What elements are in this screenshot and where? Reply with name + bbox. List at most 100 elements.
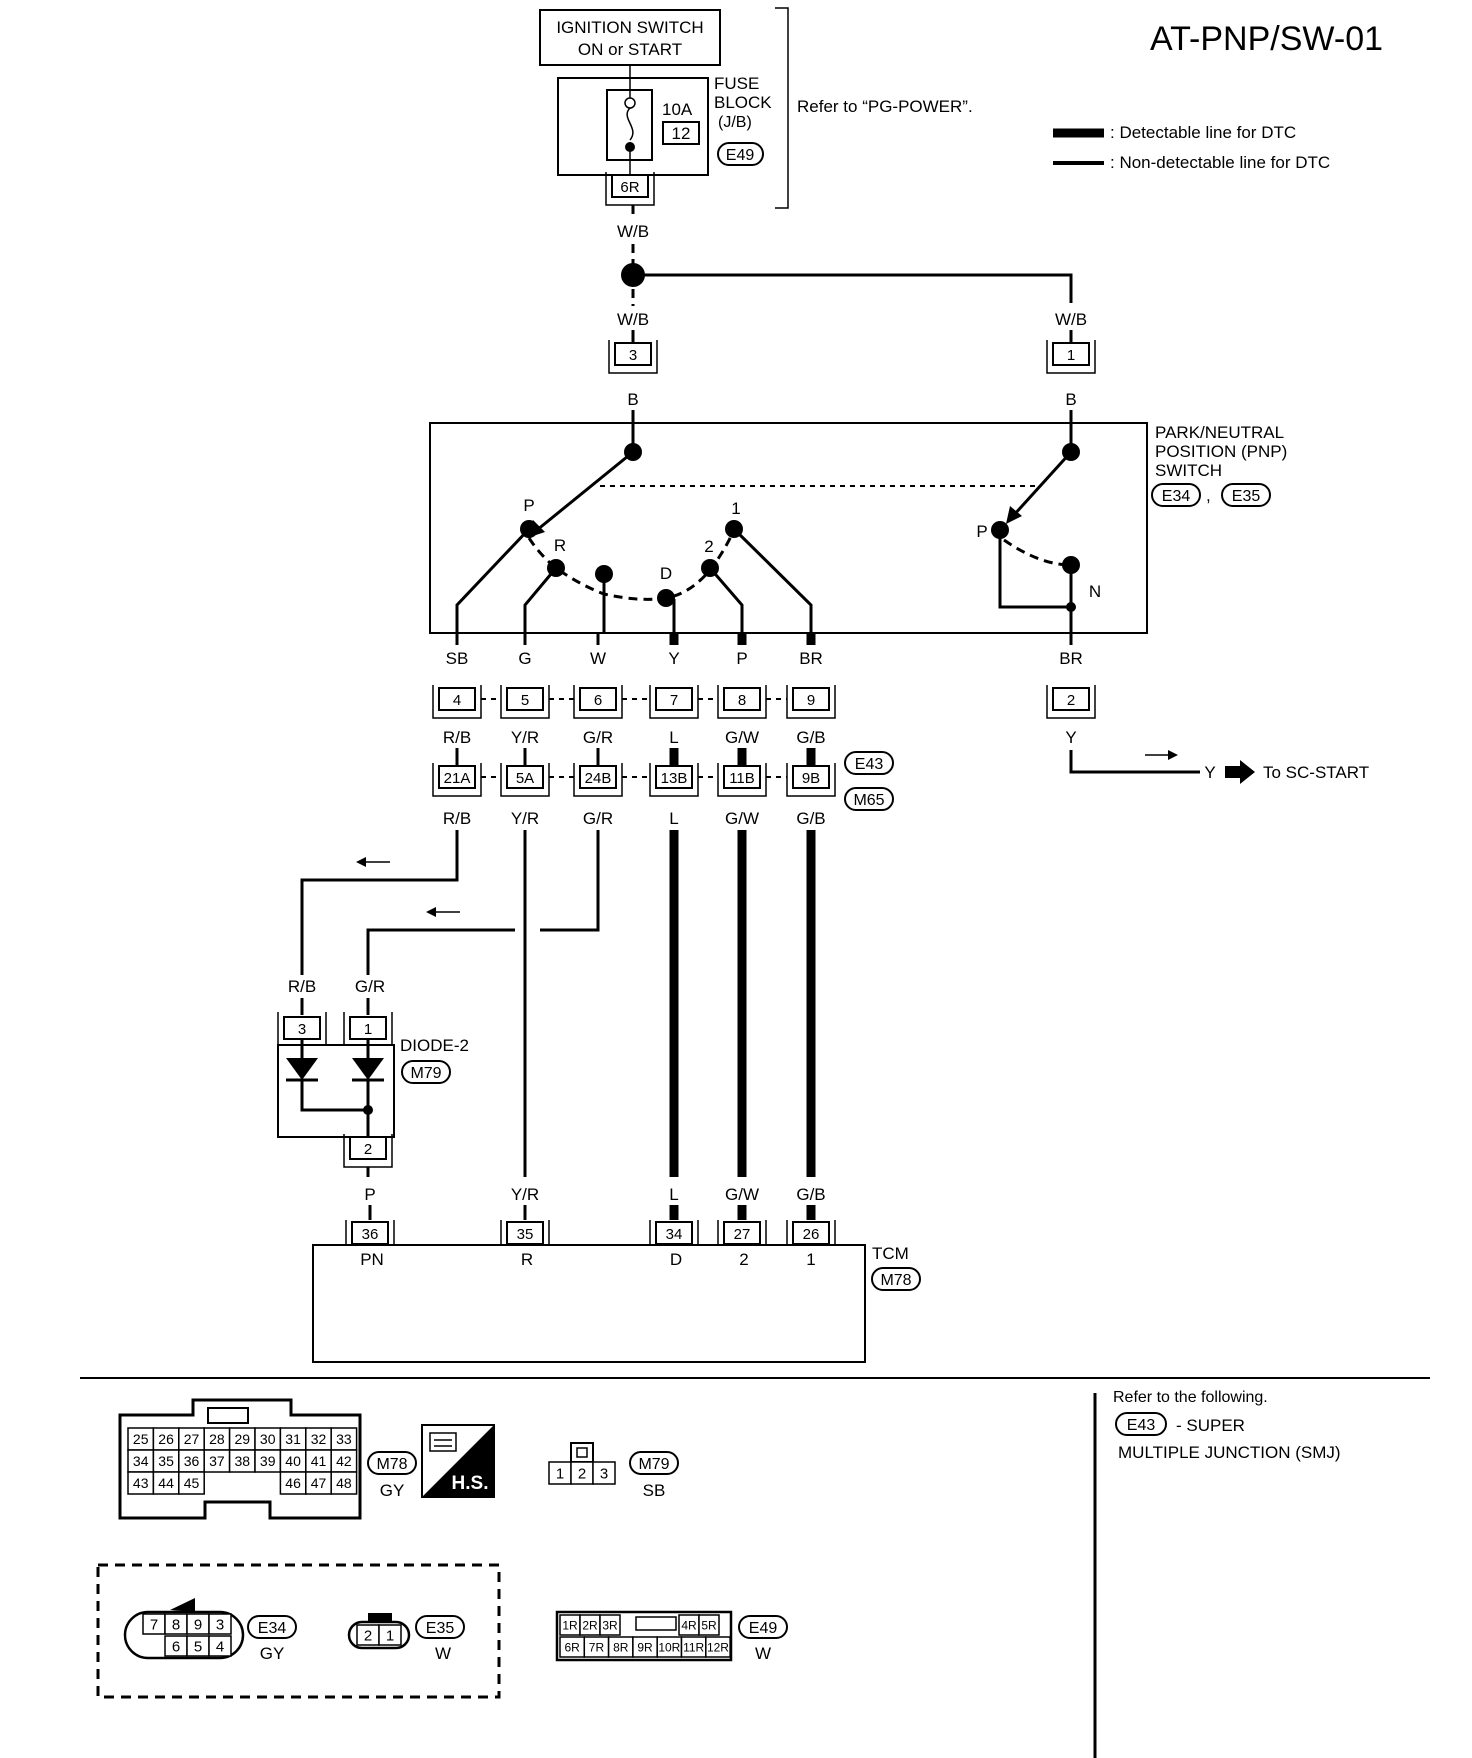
wire-label-p-2: P — [364, 1185, 375, 1204]
pin-label: 21A — [444, 770, 471, 787]
wire-label-gr-1: G/R — [583, 728, 613, 747]
pin-label: 4 — [453, 692, 461, 709]
e49-pin-label: 7R — [589, 1640, 605, 1654]
wire-label-gb-3: G/B — [796, 1185, 825, 1204]
m78-pin-label: 32 — [311, 1431, 327, 1447]
position-r: R — [554, 536, 566, 555]
e34-pin-label: 5 — [194, 1638, 202, 1655]
smj-connector-2: M65 — [853, 792, 884, 809]
e49-pin-label: 12R — [707, 1640, 729, 1654]
connector-1: 1 — [1046, 340, 1096, 374]
fuse-pin: 6R — [620, 179, 639, 196]
hs-label: H.S. — [452, 1473, 489, 1494]
tcm-connector: M78 — [880, 1272, 911, 1289]
position-p: P — [523, 496, 534, 515]
e34-pin-label: 8 — [172, 1616, 180, 1633]
m78-pin-label: 42 — [336, 1453, 352, 1469]
right-position-n: N — [1089, 582, 1101, 601]
m78-pin-label: 47 — [311, 1475, 327, 1491]
m78-pin-label: 37 — [209, 1453, 225, 1469]
pin-label: 6 — [594, 692, 602, 709]
m78-pin-label: 45 — [184, 1475, 200, 1491]
e49-id: E49 — [749, 1620, 778, 1637]
pin-label: 5 — [521, 692, 529, 709]
e49-pin-label: 2R — [582, 1618, 598, 1632]
m78-pin-label: 41 — [311, 1453, 327, 1469]
harness-side-icon: H.S. — [421, 1424, 495, 1498]
e49-pin-label: 9R — [637, 1640, 653, 1654]
tcm-terminal-d: D — [670, 1250, 682, 1269]
pin-label: 8 — [738, 692, 746, 709]
right-position-p: P — [976, 522, 987, 541]
m78-pin-cell — [330, 1471, 358, 1495]
e34-pin-label: 7 — [150, 1616, 158, 1633]
pnp-label-3: SWITCH — [1155, 461, 1222, 480]
m79-color: SB — [643, 1481, 666, 1500]
pin-label: 2 — [364, 1141, 372, 1158]
wire-label-gr-2: G/R — [583, 809, 613, 828]
refer-line-1: Refer to the following. — [1113, 1389, 1268, 1406]
e49-pin-label: 4R — [681, 1618, 697, 1632]
refer-power: Refer to “PG-POWER”. — [797, 97, 973, 116]
wire-label-g: G — [518, 649, 531, 668]
m78-pin-cell — [178, 1471, 205, 1495]
pin-label: 11B — [729, 770, 755, 787]
e49-pin-cell — [599, 1614, 621, 1636]
wire-label-rb-1: R/B — [443, 728, 471, 747]
e49-pin-label: 6R — [564, 1640, 580, 1654]
m78-pin-label: 43 — [133, 1475, 149, 1491]
e34-pin-label: 4 — [216, 1638, 224, 1655]
wire-label-gr-3: G/R — [355, 977, 385, 996]
e35-id: E35 — [426, 1620, 455, 1637]
wire-label-gb-2: G/B — [796, 809, 825, 828]
pin-label: 9 — [807, 692, 815, 709]
m78-pin-label: 34 — [133, 1453, 149, 1469]
wire-label-yr-2: Y/R — [511, 809, 539, 828]
pnp-label-1: PARK/NEUTRAL — [1155, 423, 1284, 442]
e35-pin-label: 2 — [364, 1627, 372, 1644]
m79-pin-label: 3 — [600, 1465, 608, 1482]
diode-2: 3 1 2 — [277, 1012, 395, 1168]
page-title: AT-PNP/SW-01 — [1150, 20, 1383, 58]
wire-label-p: P — [736, 649, 747, 668]
pnp-switch: P R N D 2 1 P N — [429, 422, 1148, 634]
pnp-connector-separator: , — [1206, 486, 1211, 505]
fuse-label-1: FUSE — [714, 74, 759, 93]
pin-label: 9B — [802, 770, 820, 787]
e35-color: W — [435, 1644, 451, 1663]
wire-label-y-2: Y — [1065, 728, 1076, 747]
m78-pin-label: 30 — [260, 1431, 276, 1447]
ignition-label-2: ON or START — [578, 40, 682, 59]
tcm: 36 35 34 27 26 PN R D 2 1 — [312, 1220, 866, 1363]
wire-label-y: Y — [668, 649, 679, 668]
pin-label: 5A — [516, 770, 534, 787]
e34-color: GY — [260, 1644, 285, 1663]
ignition-switch: IGNITION SWITCH ON or START — [539, 9, 721, 66]
legend: : Detectable line for DTC : Non-detectab… — [1053, 123, 1330, 172]
e34-pin-label: 3 — [216, 1616, 224, 1633]
position-d: D — [660, 564, 672, 583]
m78-pin-label: 35 — [158, 1453, 174, 1469]
wire-label-w: W — [590, 649, 606, 668]
pin-label: 24B — [585, 770, 612, 787]
pin-label: 1 — [364, 1021, 372, 1038]
m78-pin-label: 39 — [260, 1453, 276, 1469]
pin-label: 2 — [1067, 692, 1075, 709]
e49-pin-label: 8R — [613, 1640, 629, 1654]
e49-color: W — [755, 1644, 771, 1663]
fuse-rating: 10A — [662, 100, 693, 119]
e49-pin-cell — [705, 1636, 731, 1658]
m78-pin-label: 48 — [336, 1475, 352, 1491]
wire-label-b-1: B — [627, 390, 638, 409]
connector-2: 2 — [1046, 685, 1096, 719]
smj-connector-1: E43 — [855, 756, 884, 773]
fuse-label-3: (J/B) — [718, 114, 752, 131]
m78-pin-label: 29 — [235, 1431, 251, 1447]
wire-label-br-2: BR — [1059, 649, 1083, 668]
